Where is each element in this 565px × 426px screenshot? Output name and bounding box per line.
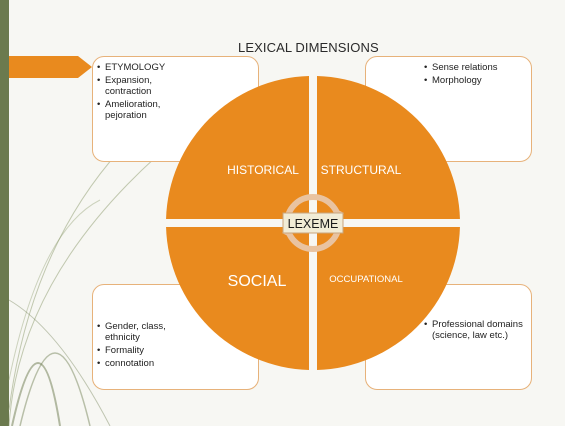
list-item: connotation	[97, 358, 177, 369]
list-item: Professional domains (science, law etc.)	[424, 319, 524, 341]
list-item: Sense relations	[424, 62, 524, 73]
social-label: SOCIAL	[228, 273, 287, 290]
structural-label: STRUCTURAL	[321, 163, 402, 177]
list-item: Gender, class, ethnicity	[97, 321, 177, 343]
list-item: ETYMOLOGY	[97, 62, 187, 73]
diagram-title: LEXICAL DIMENSIONS	[238, 40, 379, 55]
occupational-label: OCCUPATIONAL	[329, 274, 403, 285]
arrow-marker-icon	[9, 56, 92, 78]
list-item: Amelioration, pejoration	[97, 99, 187, 121]
left-accent-bar	[0, 0, 9, 426]
list-item: Morphology	[424, 75, 524, 86]
structural-quadrant	[317, 76, 460, 219]
center-label: LEXEME	[288, 217, 339, 231]
historical-quadrant	[166, 76, 309, 219]
historical-label: HISTORICAL	[227, 163, 299, 177]
list-item: Formality	[97, 345, 177, 356]
occupational-quadrant	[317, 227, 460, 370]
social-quadrant	[166, 227, 309, 370]
center-box	[282, 212, 344, 234]
list-item: Expansion, contraction	[97, 75, 187, 97]
